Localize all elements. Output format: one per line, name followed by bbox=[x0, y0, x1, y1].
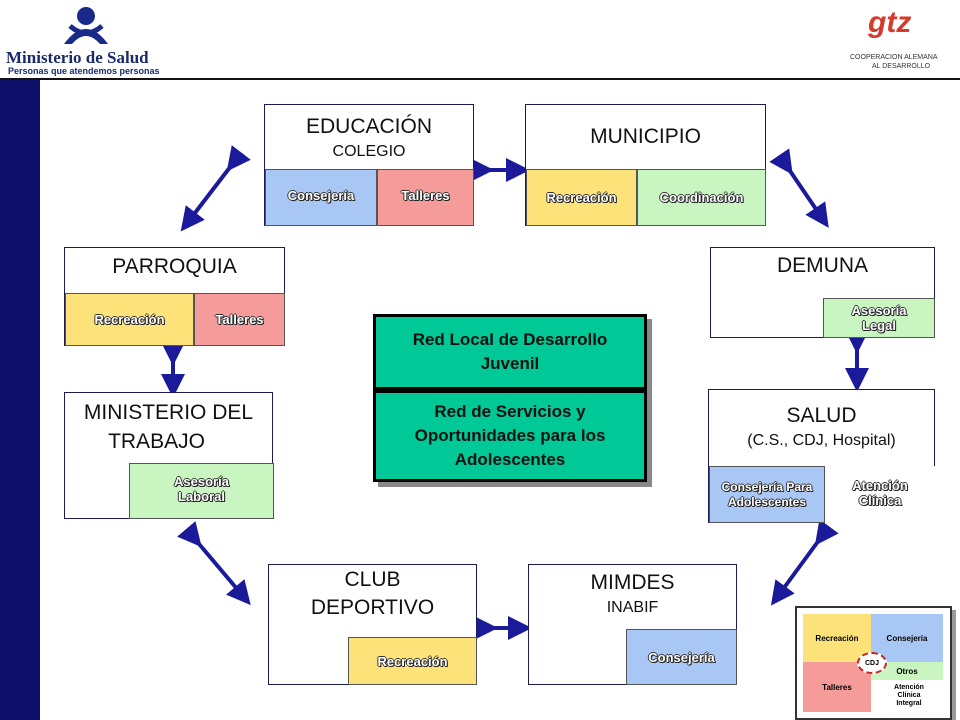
center-red-local: Red Local de Desarrollo Juvenil bbox=[373, 314, 647, 390]
center-red-servicios: Red de Servicios y Oportunidades para lo… bbox=[373, 390, 647, 482]
tag-salud-atencion: Atención Clínica bbox=[825, 466, 935, 523]
arrow-educacion-parroquia bbox=[180, 145, 251, 232]
node-salud: SALUD (C.S., CDJ, Hospital) Consejería P… bbox=[708, 389, 935, 523]
left-sidebar-bar bbox=[0, 80, 40, 720]
tag-parroquia-talleres: Talleres bbox=[194, 293, 285, 346]
gtz-logo: gtz COOPERACION ALEMANA AL DESARROLLO bbox=[840, 4, 950, 76]
node-educacion: EDUCACIÓN COLEGIO Consejería Talleres bbox=[264, 104, 474, 226]
node-club-title-line2: DEPORTIVO bbox=[310, 596, 435, 619]
node-club: CLUB DEPORTIVO Recreación bbox=[268, 564, 477, 685]
node-mimdes-sub: INABIF bbox=[606, 599, 659, 616]
node-salud-title: SALUD bbox=[786, 404, 857, 427]
tag-mimdes-consejeria: Consejería bbox=[626, 629, 737, 685]
tag-municipio-coordinacion: Coordinación bbox=[637, 169, 766, 226]
node-trabajo-title-line1: MINISTERIO DEL bbox=[83, 401, 254, 424]
ministry-tagline: Personas que atendemos personas bbox=[8, 66, 160, 76]
node-municipio: MUNICIPIO Recreación Coordinación bbox=[525, 104, 766, 226]
gtz-wordmark: gtz bbox=[868, 6, 912, 39]
puzzle-recreacion: Recreación bbox=[803, 614, 871, 662]
puzzle-otros: Otros bbox=[871, 662, 943, 680]
node-mimdes: MIMDES INABIF Consejería bbox=[528, 564, 737, 685]
node-parroquia: PARROQUIA Recreación Talleres bbox=[64, 247, 285, 346]
tag-municipio-recreacion: Recreación bbox=[526, 169, 637, 226]
arrow-trabajo-club bbox=[177, 521, 251, 606]
puzzle-consejeria: Consejería bbox=[871, 614, 943, 662]
node-educacion-sub: COLEGIO bbox=[332, 143, 406, 160]
node-trabajo-title-line2: TRABAJO bbox=[108, 430, 205, 453]
tag-trabajo-asesoria-laboral: Asesoría Laboral bbox=[129, 463, 274, 519]
node-demuna-title: DEMUNA bbox=[776, 254, 868, 277]
node-educacion-title: EDUCACIÓN bbox=[305, 115, 432, 138]
puzzle-thumbnail: Recreación Consejería Talleres Otros Ate… bbox=[795, 606, 952, 720]
node-parroquia-title: PARROQUIA bbox=[112, 255, 237, 278]
puzzle-talleres: Talleres bbox=[803, 662, 871, 712]
node-salud-sub: (C.S., CDJ, Hospital) bbox=[747, 432, 896, 449]
node-trabajo: MINISTERIO DEL TRABAJO Asesoría Laboral bbox=[64, 392, 274, 519]
node-demuna: DEMUNA Asesoría Legal bbox=[710, 247, 935, 338]
ministry-logo: Ministerio de Salud Personas que atendem… bbox=[6, 4, 166, 76]
arrow-municipio-demuna bbox=[769, 148, 829, 228]
tag-demuna-asesoria-legal: Asesoría Legal bbox=[823, 298, 935, 338]
ministry-name: Ministerio de Salud bbox=[6, 48, 149, 67]
header-divider bbox=[0, 78, 960, 80]
tag-educacion-talleres: Talleres bbox=[377, 169, 474, 226]
node-mimdes-title: MIMDES bbox=[590, 571, 675, 594]
puzzle-atencion: Atención Clínica Integral bbox=[887, 680, 931, 712]
tag-educacion-consejeria: Consejería bbox=[265, 169, 377, 226]
tag-club-recreacion: Recreación bbox=[348, 637, 477, 685]
tag-parroquia-recreacion: Recreación bbox=[65, 293, 194, 346]
tag-salud-consejeria: Consejería Para Adolescentes bbox=[709, 466, 825, 523]
puzzle-cdj: CDJ bbox=[857, 652, 887, 674]
node-club-title-line1: CLUB bbox=[344, 568, 401, 591]
arrow-salud-mimdes bbox=[770, 519, 839, 606]
ministry-emblem-icon bbox=[64, 7, 108, 44]
gtz-line1: COOPERACION ALEMANA bbox=[850, 54, 938, 61]
gtz-line2: AL DESARROLLO bbox=[872, 63, 931, 70]
node-municipio-title: MUNICIPIO bbox=[590, 125, 701, 148]
